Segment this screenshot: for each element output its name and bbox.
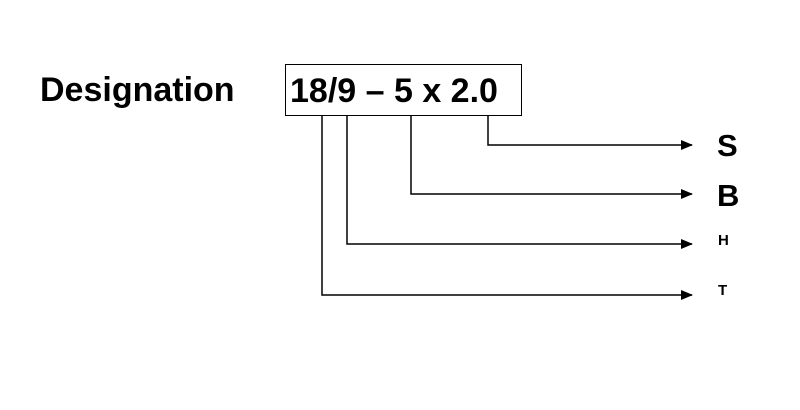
designation-code-box bbox=[285, 64, 522, 116]
leader-line-s bbox=[487, 116, 693, 150]
designation-label: Designation bbox=[40, 71, 235, 109]
designation-code: 18/9 – 5 x 2.0 bbox=[290, 72, 498, 110]
callout-b: B bbox=[717, 178, 740, 213]
leader-line-b bbox=[410, 116, 693, 199]
callout-h: H bbox=[718, 232, 729, 249]
callout-t: T bbox=[718, 282, 728, 299]
callout-s: S bbox=[717, 128, 738, 163]
leader-line-h bbox=[346, 116, 693, 249]
leader-line-t bbox=[321, 116, 693, 300]
